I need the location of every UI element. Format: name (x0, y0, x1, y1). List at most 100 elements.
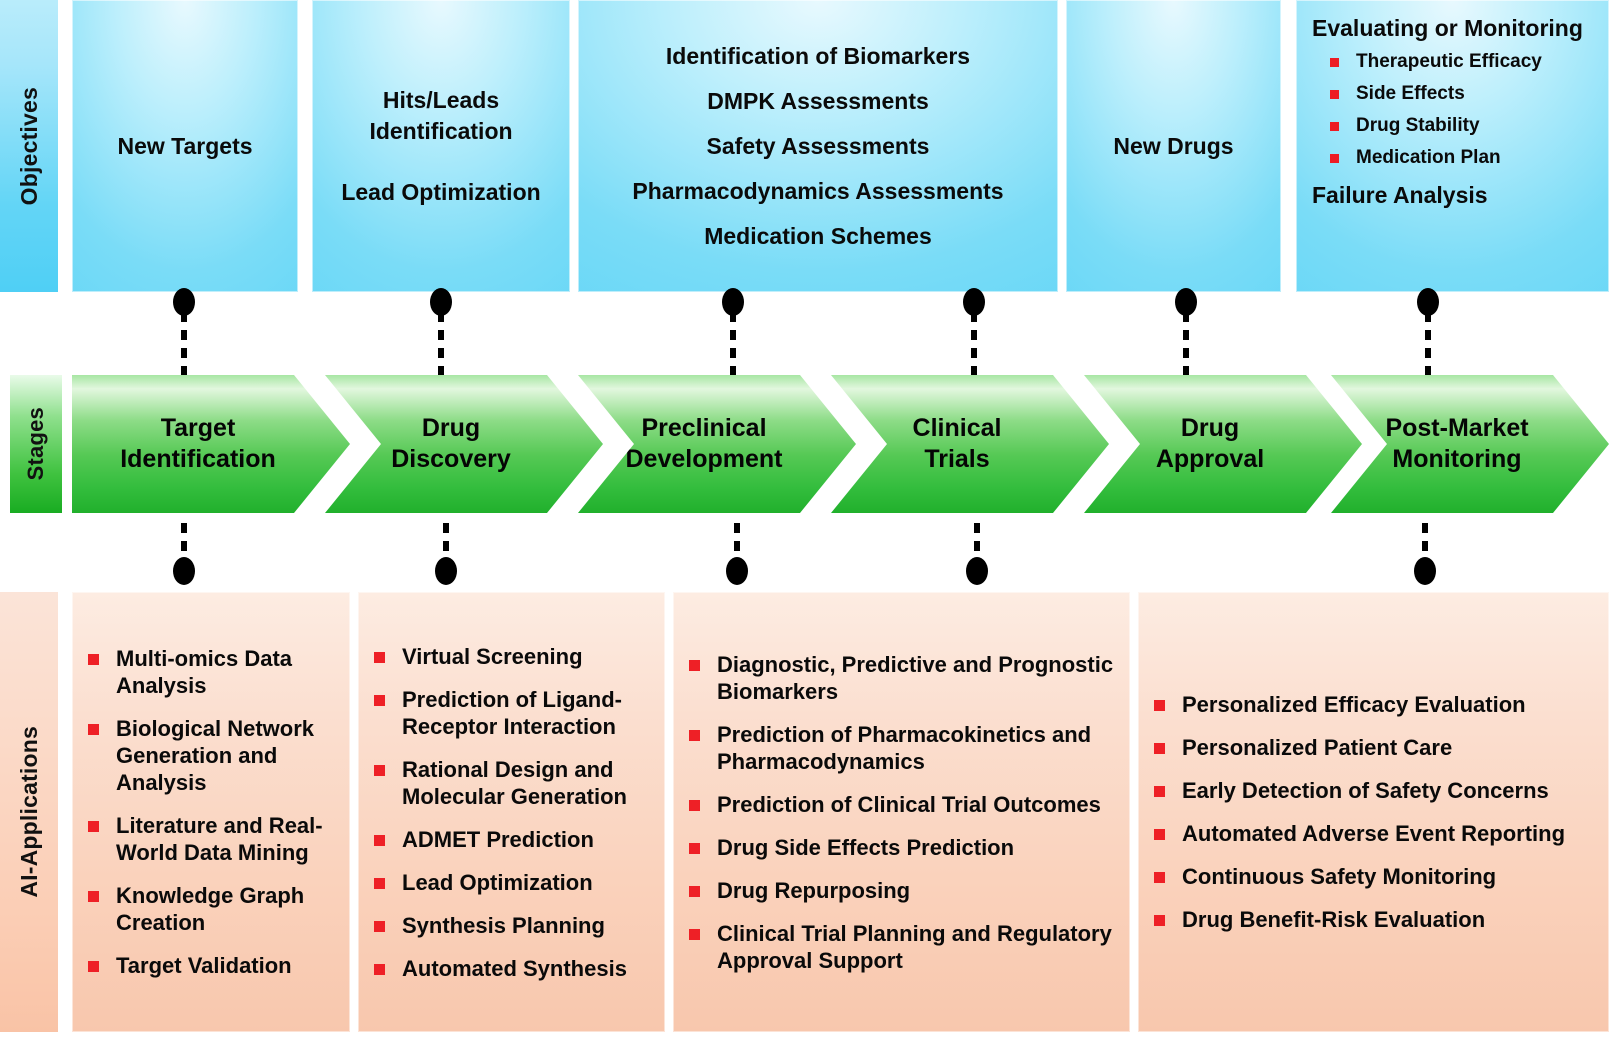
connector-dashed-line (1422, 523, 1428, 559)
ai-application-panel-target-identification[interactable]: Multi-omics Data Analysis Biological Net… (72, 592, 350, 1032)
square-bullet-icon (689, 928, 700, 940)
list-item: Continuous Safety Monitoring (1152, 863, 1599, 906)
square-bullet-icon (88, 724, 99, 735)
list-item-label: Clinical Trial Planning and Regulatory A… (717, 920, 1112, 973)
list-item: Automated Synthesis (372, 955, 655, 982)
square-bullet-icon (689, 799, 700, 811)
stage-label-line: Target (160, 414, 236, 442)
list-item: Diagnostic, Predictive and Prognostic Bi… (687, 651, 1120, 721)
stage-label-line: Monitoring (1392, 445, 1522, 473)
square-bullet-icon (1154, 700, 1165, 711)
objective-box-drug-discovery[interactable]: Hits/Leads Identification Lead Optimizat… (312, 0, 570, 292)
ai-application-panel-drug-discovery[interactable]: Virtual Screening Prediction of Ligand-R… (358, 592, 665, 1032)
list-item-label: Medication Plan (1356, 147, 1501, 168)
connector-dashed-line (443, 523, 449, 559)
stage-label-line: Preclinical (641, 414, 767, 442)
square-bullet-icon (88, 961, 99, 972)
list-item-label: Prediction of Clinical Trial Outcomes (717, 791, 1101, 817)
connector-dot-icon (1175, 288, 1197, 316)
objective-text: Safety Assessments (706, 132, 930, 159)
connector-dashed-line (730, 312, 736, 378)
list-item-label: Prediction of Pharmacokinetics and Pharm… (717, 721, 1092, 774)
ai-application-panel-post-market-monitoring[interactable]: Personalized Efficacy Evaluation Persona… (1138, 592, 1609, 1032)
objective-text: Identification (369, 117, 513, 144)
list-item: Lead Optimization (372, 869, 655, 912)
square-bullet-icon (1330, 58, 1339, 67)
list-item-label: Early Detection of Safety Concerns (1182, 778, 1549, 803)
stage-label: Preclinical Development (626, 413, 809, 475)
objective-text: Medication Schemes (704, 222, 932, 249)
stage-label-line: Discovery (391, 445, 511, 473)
connector-dashed-line (1425, 312, 1431, 378)
list-item: ADMET Prediction (372, 826, 655, 869)
connector-dot-icon (435, 557, 457, 585)
list-item: Drug Repurposing (687, 877, 1120, 920)
stage-chevron-drug-approval[interactable]: Drug Approval (1084, 375, 1362, 513)
list-item: Therapeutic Efficacy (1330, 51, 1542, 83)
stage-label-line: Trials (924, 445, 990, 473)
list-item-label: Diagnostic, Predictive and Prognostic Bi… (717, 651, 1114, 704)
ai-application-panel-preclinical-clinical[interactable]: Diagnostic, Predictive and Prognostic Bi… (673, 592, 1130, 1032)
square-bullet-icon (1154, 743, 1165, 754)
objective-box-drug-approval[interactable]: New Drugs (1066, 0, 1281, 292)
square-bullet-icon (88, 891, 99, 902)
row-label-objectives-text: Objectives (15, 86, 42, 206)
stage-label: Post-Market Monitoring (1385, 413, 1554, 475)
objective-text: Hits/Leads (382, 86, 500, 113)
square-bullet-icon (88, 654, 99, 665)
row-label-ai-applications: AI-Applications (0, 592, 58, 1032)
list-item-label: Drug Repurposing (717, 877, 911, 903)
square-bullet-icon (1330, 90, 1339, 99)
stage-label: Drug Discovery (391, 413, 537, 475)
list-item-label: Biological Network Generation and Analys… (116, 716, 315, 795)
objective-footer: Failure Analysis (1312, 182, 1488, 208)
ai-application-list: Virtual Screening Prediction of Ligand-R… (358, 643, 665, 982)
square-bullet-icon (689, 885, 700, 897)
connector-dot-icon (966, 557, 988, 585)
list-item-label: Target Validation (116, 953, 292, 978)
row-label-stages-text: Stages (23, 407, 48, 481)
list-item: Personalized Efficacy Evaluation (1152, 691, 1599, 734)
square-bullet-icon (689, 659, 700, 671)
stage-label: Target Identification (120, 413, 302, 475)
connector-dashed-line (974, 523, 980, 559)
list-item: Synthesis Planning (372, 912, 655, 955)
list-item-label: Literature and Real-World Data Mining (116, 813, 323, 865)
square-bullet-icon (374, 694, 385, 706)
objective-box-post-market-monitoring[interactable]: Evaluating or Monitoring Therapeutic Eff… (1296, 0, 1609, 292)
list-item-label: Rational Design and Molecular Generation (402, 756, 627, 809)
stage-label-line: Drug (1180, 414, 1240, 442)
connector-dot-icon (1414, 557, 1436, 585)
stage-chevron-drug-discovery[interactable]: Drug Discovery (325, 375, 603, 513)
list-item: Virtual Screening (372, 643, 655, 686)
connector-dashed-line (734, 523, 740, 559)
list-item: Early Detection of Safety Concerns (1152, 777, 1599, 820)
list-item: Side Effects (1330, 83, 1542, 115)
list-item: Prediction of Ligand-Receptor Interactio… (372, 686, 655, 756)
square-bullet-icon (1330, 122, 1339, 131)
connector-dot-icon (430, 288, 452, 316)
square-bullet-icon (374, 877, 385, 889)
square-bullet-icon (1154, 786, 1165, 797)
objective-bullet-list: Therapeutic Efficacy Side Effects Drug S… (1312, 51, 1542, 179)
list-item-label: Therapeutic Efficacy (1356, 51, 1542, 72)
list-item-label: Synthesis Planning (402, 912, 605, 938)
ai-application-list: Diagnostic, Predictive and Prognostic Bi… (673, 651, 1130, 974)
connector-dashed-line (971, 312, 977, 378)
list-item: Multi-omics Data Analysis (86, 645, 340, 715)
stage-label-line: Clinical (912, 414, 1002, 442)
connector-dot-icon (1417, 288, 1439, 316)
list-item: Target Validation (86, 952, 340, 979)
stage-chevron-clinical-trials[interactable]: Clinical Trials (831, 375, 1109, 513)
list-item-label: Virtual Screening (402, 643, 583, 669)
stage-chevron-target-identification[interactable]: Target Identification (72, 375, 350, 513)
connector-dashed-line (1183, 312, 1189, 378)
stage-chevron-preclinical-development[interactable]: Preclinical Development (578, 375, 856, 513)
stage-chevron-post-market-monitoring[interactable]: Post-Market Monitoring (1331, 375, 1609, 513)
list-item: Drug Benefit-Risk Evaluation (1152, 906, 1599, 933)
connector-dashed-line (438, 312, 444, 378)
square-bullet-icon (88, 821, 99, 832)
objective-box-preclinical-development[interactable]: Identification of Biomarkers DMPK Assess… (578, 0, 1058, 292)
row-label-stages: Stages (10, 375, 62, 513)
objective-box-target-identification[interactable]: New Targets (72, 0, 298, 292)
